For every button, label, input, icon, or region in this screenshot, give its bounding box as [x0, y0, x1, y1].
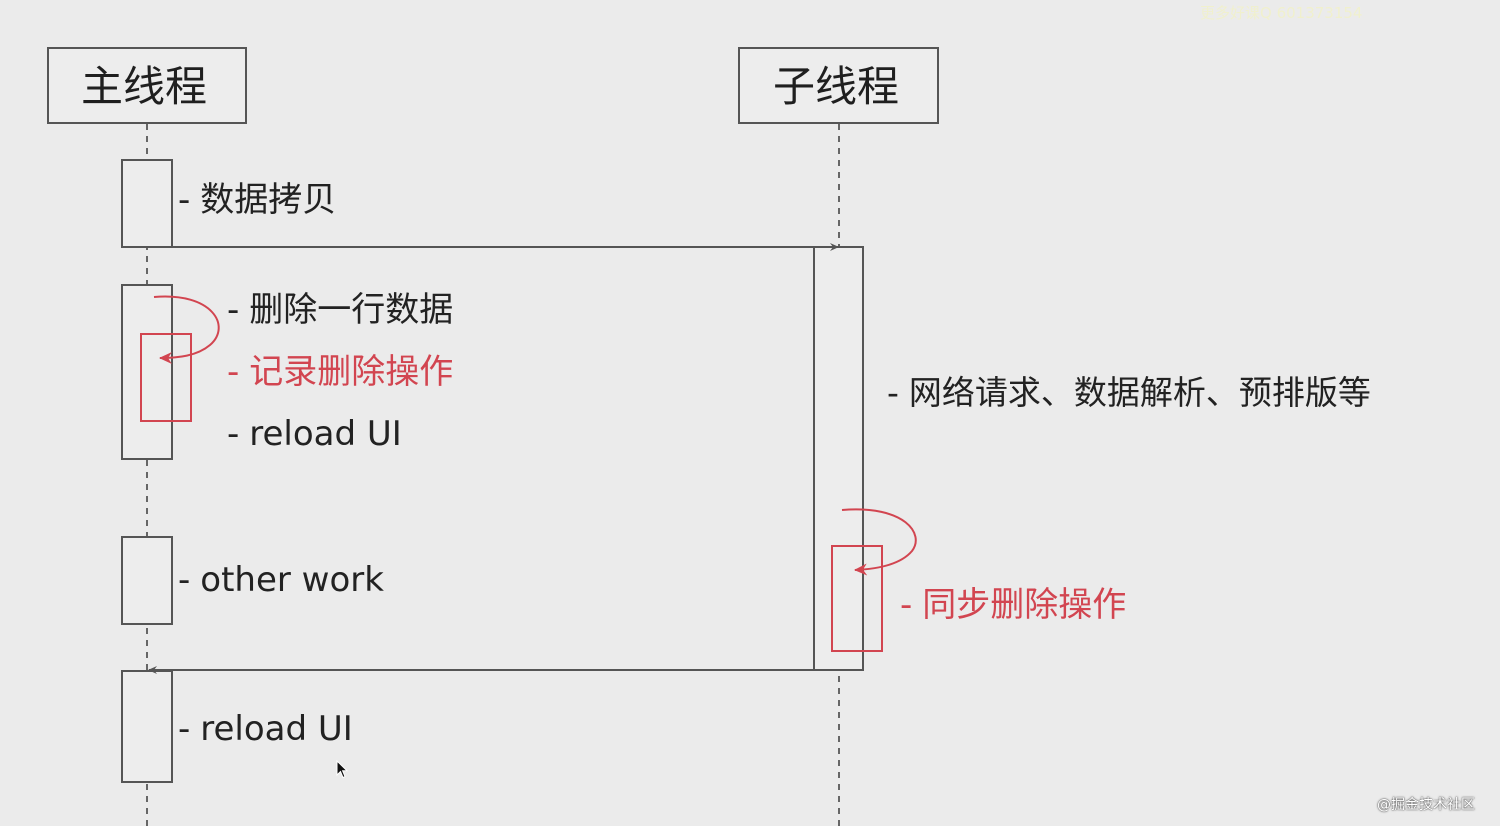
step-record-delete: -记录删除操作 — [227, 355, 453, 389]
bullet-dash: - — [178, 709, 191, 749]
step-other-work: -other work — [178, 563, 384, 597]
step-reload-ui-first-text: reload UI — [249, 414, 402, 454]
step-reload-ui-first: -reload UI — [227, 417, 402, 451]
child-thread-title: 子线程 — [773, 62, 900, 111]
step-other-work-text: other work — [200, 560, 384, 600]
bullet-dash: - — [227, 414, 240, 454]
step-record-delete-text: 记录删除操作 — [249, 352, 454, 392]
self-call-record-delete-arrow — [153, 295, 220, 364]
watermark-bottom-right: @掘金技术社区 — [1377, 797, 1475, 813]
step-background-work: -网络请求、数据解析、预排版等 — [887, 376, 1371, 409]
activation-delete-row — [121, 284, 173, 460]
activation-sync-delete — [831, 545, 883, 652]
step-reload-ui-second: -reload UI — [178, 712, 353, 746]
activation-background-work — [813, 246, 864, 671]
bullet-dash: - — [900, 585, 913, 625]
step-delete-row: -删除一行数据 — [227, 293, 453, 327]
step-data-copy: -数据拷贝 — [178, 183, 336, 217]
step-sync-delete-text: 同步删除操作 — [922, 585, 1127, 625]
mouse-pointer-icon — [336, 760, 349, 779]
child-thread-header-box — [738, 47, 939, 124]
step-background-work-text: 网络请求、数据解析、预排版等 — [908, 373, 1371, 412]
main-thread-header-box — [47, 47, 247, 124]
activation-reload-ui — [121, 670, 173, 783]
activation-data-copy — [121, 159, 173, 248]
activation-record-delete — [140, 333, 192, 422]
bullet-dash: - — [227, 290, 240, 330]
bullet-dash: - — [178, 560, 191, 600]
step-data-copy-text: 数据拷贝 — [200, 180, 337, 220]
bullet-dash: - — [178, 180, 191, 220]
activation-other-work — [121, 536, 173, 625]
watermark-top: 更多好课Q 601373154 — [1200, 4, 1363, 22]
step-sync-delete: -同步删除操作 — [900, 588, 1126, 622]
bullet-dash: - — [227, 352, 240, 392]
main-thread-title: 主线程 — [81, 62, 208, 111]
step-reload-ui-second-text: reload UI — [200, 709, 353, 749]
self-call-sync-delete-arrow — [841, 508, 917, 576]
bullet-dash: - — [887, 373, 899, 412]
step-delete-row-text: 删除一行数据 — [249, 290, 454, 330]
